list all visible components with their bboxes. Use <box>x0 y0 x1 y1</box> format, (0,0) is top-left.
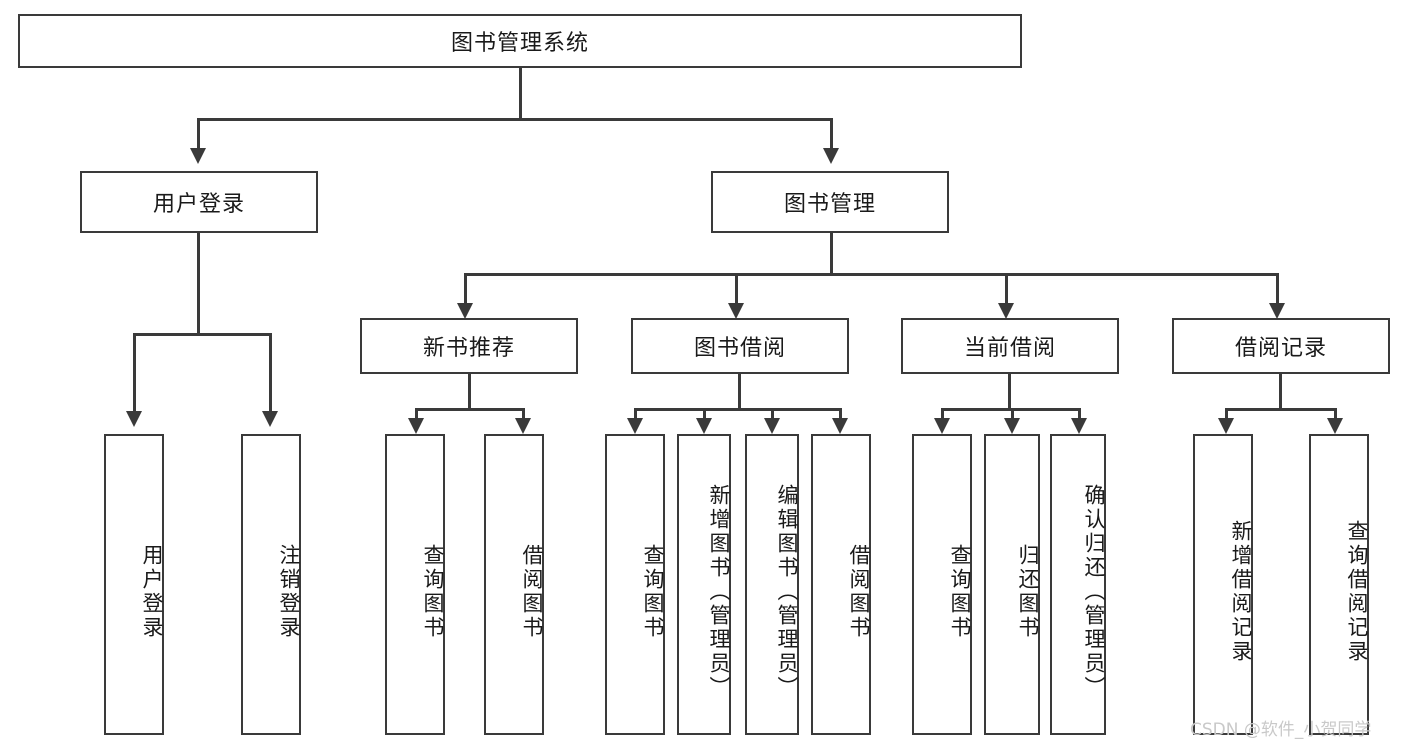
edge-br-stem <box>1279 374 1282 410</box>
node-label: 查询图书 <box>421 543 445 640</box>
edge-bb-drop-4 <box>839 408 842 422</box>
arrow-to-nbr-leaf-1 <box>408 418 424 434</box>
node-book-borrow: 图书借阅 <box>631 318 849 374</box>
node-label: 图书管理系统 <box>450 31 589 56</box>
node-label: 查询图书 <box>641 543 665 640</box>
edge-bm-drop-1 <box>464 273 467 305</box>
edge-bb-drop-1 <box>634 408 637 422</box>
leaf-bb-query-book: 查询图书 <box>605 434 665 735</box>
edge-nbr-bus <box>415 408 525 411</box>
arrow-to-current-borrow <box>998 303 1014 319</box>
arrow-to-borrow-record <box>1269 303 1285 319</box>
node-label: 新书推荐 <box>422 336 515 361</box>
node-user-login: 用户登录 <box>80 171 318 233</box>
arrow-to-cb-leaf-3 <box>1071 418 1087 434</box>
edge-root-to-book-manage <box>830 118 833 150</box>
arrow-to-bb-leaf-4 <box>832 418 848 434</box>
node-label: 用户登录 <box>140 543 164 640</box>
edge-root-bus <box>197 118 833 121</box>
edge-br-bus <box>1225 408 1337 411</box>
edge-cb-drop-1 <box>941 408 944 422</box>
arrow-to-bb-leaf-1 <box>627 418 643 434</box>
arrow-to-book-manage <box>823 148 839 164</box>
node-label: 借阅记录 <box>1234 336 1327 361</box>
node-label: 注销登录 <box>277 543 301 640</box>
node-label: 编辑图书（管理员） <box>775 483 799 700</box>
edge-user-login-drop-2 <box>269 333 272 413</box>
leaf-bb-add-book-admin: 新增图书（管理员） <box>677 434 731 735</box>
edge-nbr-drop-1 <box>415 408 418 422</box>
leaf-bb-borrow-book: 借阅图书 <box>811 434 871 735</box>
node-label: 图书借阅 <box>693 336 786 361</box>
node-label: 归还图书 <box>1016 543 1040 640</box>
edge-book-manage-stem <box>830 233 833 275</box>
edge-bm-drop-4 <box>1276 273 1279 305</box>
node-label: 新增借阅记录 <box>1229 519 1253 664</box>
arrow-to-br-leaf-2 <box>1327 418 1343 434</box>
node-current-borrow: 当前借阅 <box>901 318 1119 374</box>
edge-br-drop-2 <box>1334 408 1337 422</box>
node-borrow-record: 借阅记录 <box>1172 318 1390 374</box>
edge-br-drop-1 <box>1225 408 1228 422</box>
leaf-cb-query-book: 查询图书 <box>912 434 972 735</box>
edge-root-stem <box>519 68 522 120</box>
edge-root-to-user-login <box>197 118 200 150</box>
leaf-br-add-record: 新增借阅记录 <box>1193 434 1253 735</box>
node-label: 借阅图书 <box>520 543 544 640</box>
edge-book-manage-bus <box>464 273 1279 276</box>
leaf-logout: 注销登录 <box>241 434 301 735</box>
node-label: 用户登录 <box>152 192 245 217</box>
arrow-to-leaf-logout <box>262 411 278 427</box>
arrow-to-book-borrow <box>728 303 744 319</box>
arrow-to-cb-leaf-2 <box>1004 418 1020 434</box>
edge-cb-drop-3 <box>1078 408 1081 422</box>
node-new-book-recommend: 新书推荐 <box>360 318 578 374</box>
arrow-to-bb-leaf-2 <box>696 418 712 434</box>
edge-user-login-drop-1 <box>133 333 136 413</box>
node-root-system: 图书管理系统 <box>18 14 1022 68</box>
node-label: 借阅图书 <box>847 543 871 640</box>
edge-nbr-stem <box>468 374 471 410</box>
edge-bm-drop-2 <box>735 273 738 305</box>
edge-bb-drop-3 <box>771 408 774 422</box>
edge-nbr-drop-2 <box>522 408 525 422</box>
edge-bb-stem <box>738 374 741 410</box>
node-label: 确认归还（管理员） <box>1082 483 1106 700</box>
arrow-to-br-leaf-1 <box>1218 418 1234 434</box>
leaf-user-login: 用户登录 <box>104 434 164 735</box>
node-label: 当前借阅 <box>963 336 1056 361</box>
arrow-to-user-login <box>190 148 206 164</box>
arrow-to-nbr-leaf-2 <box>515 418 531 434</box>
edge-cb-drop-2 <box>1011 408 1014 422</box>
leaf-cb-return-book: 归还图书 <box>984 434 1040 735</box>
arrow-to-leaf-user-login <box>126 411 142 427</box>
leaf-bb-edit-book-admin: 编辑图书（管理员） <box>745 434 799 735</box>
arrow-to-cb-leaf-1 <box>934 418 950 434</box>
edge-user-login-stem <box>197 233 200 335</box>
arrow-to-bb-leaf-3 <box>764 418 780 434</box>
leaf-cb-confirm-return-admin: 确认归还（管理员） <box>1050 434 1106 735</box>
edge-bb-drop-2 <box>703 408 706 422</box>
edge-bb-bus <box>634 408 842 411</box>
arrow-to-new-book-recommend <box>457 303 473 319</box>
node-book-manage: 图书管理 <box>711 171 949 233</box>
leaf-nbr-query-book: 查询图书 <box>385 434 445 735</box>
node-label: 图书管理 <box>783 192 876 217</box>
leaf-br-query-record: 查询借阅记录 <box>1309 434 1369 735</box>
edge-user-login-bus <box>133 333 272 336</box>
node-label: 查询借阅记录 <box>1345 519 1369 664</box>
edge-cb-stem <box>1008 374 1011 410</box>
node-label: 新增图书（管理员） <box>707 483 731 700</box>
edge-bm-drop-3 <box>1005 273 1008 305</box>
node-label: 查询图书 <box>948 543 972 640</box>
leaf-nbr-borrow-book: 借阅图书 <box>484 434 544 735</box>
